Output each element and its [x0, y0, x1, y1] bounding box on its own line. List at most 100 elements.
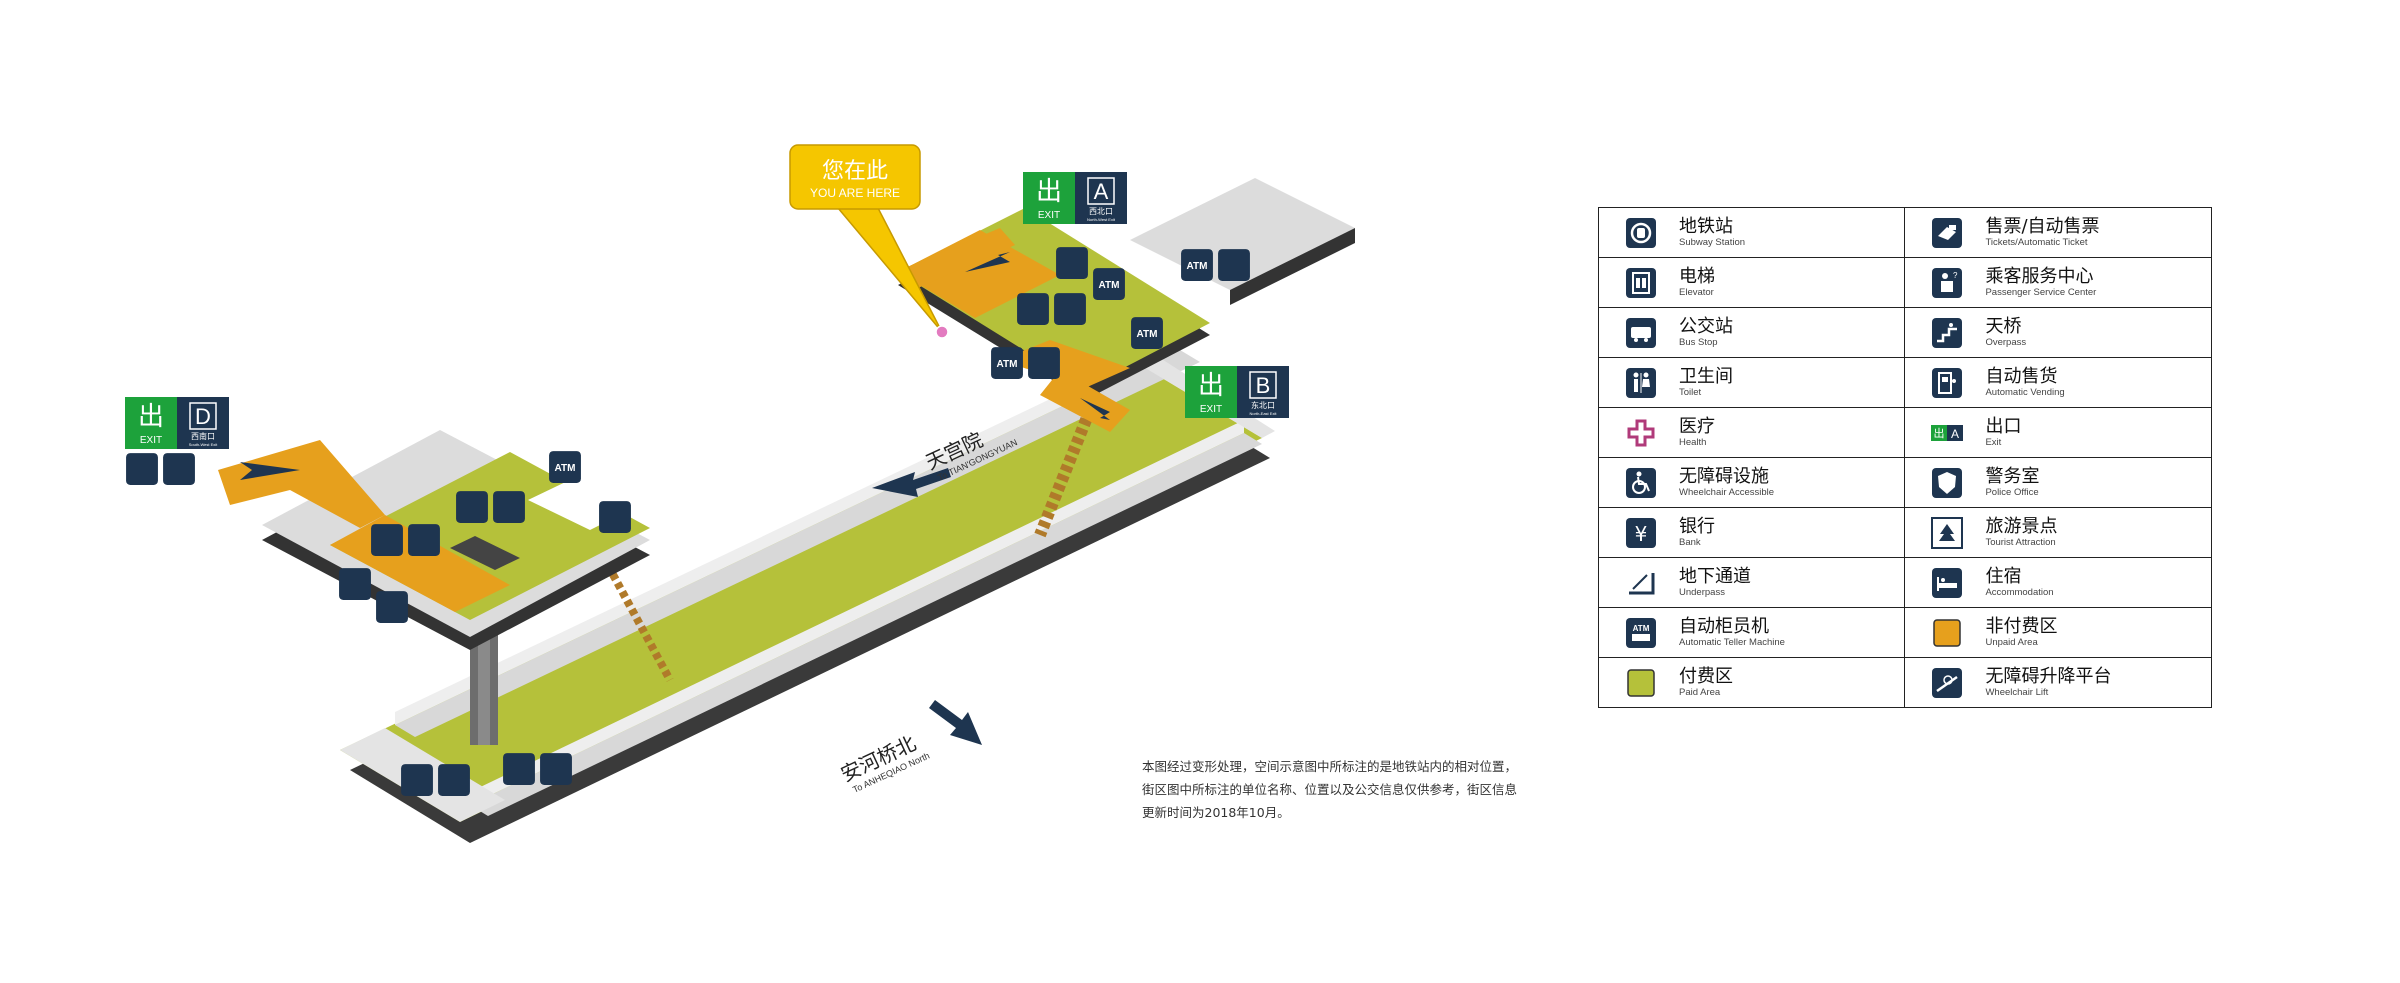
legend-label-en: Subway Station — [1679, 236, 1746, 248]
svg-text:出: 出 — [1198, 371, 1224, 401]
arrow-to-tiangongyuan — [872, 468, 951, 497]
you-are-here-marker — [935, 325, 949, 339]
wheelchair-icon — [540, 753, 572, 785]
legend-label-en: Bank — [1679, 536, 1701, 548]
legend-label-zh: 地下通道 — [1679, 565, 1751, 587]
svg-text:西北口: 西北口 — [1089, 207, 1113, 216]
svg-text:?: ? — [1953, 271, 1958, 280]
legend-label-en: Elevator — [1679, 286, 1714, 298]
arrow-to-anheqiao — [929, 700, 982, 745]
ticket-icon — [376, 591, 408, 623]
atm-icon: ATM — [1093, 268, 1125, 300]
legend-label-en: Paid Area — [1679, 686, 1721, 698]
svg-text:A: A — [1951, 427, 1959, 441]
map-arrows — [240, 252, 1110, 745]
wheelchair-lift-icon — [1931, 667, 1963, 699]
legend-label-en: Bus Stop — [1679, 336, 1718, 348]
ticket-icon — [1054, 293, 1086, 325]
legend-label-zh: 银行 — [1679, 515, 1715, 537]
legend-label-zh: 电梯 — [1679, 265, 1715, 287]
exit-sign-b: 出 EXIT B 东北口 North-East Exit — [1185, 366, 1289, 418]
you-are-here-callout: 您在此 YOU ARE HERE — [789, 144, 949, 339]
legend-label-en: Underpass — [1679, 586, 1725, 598]
svg-text:出: 出 — [138, 402, 164, 432]
legend-label-zh: 医疗 — [1679, 415, 1715, 437]
svg-text:出: 出 — [1934, 426, 1945, 440]
station-map: ATM ATM ATM ATM ATM 您在此 YOU ARE HERE 出 — [125, 144, 1355, 843]
underpass-icon — [1625, 566, 1657, 599]
svg-text:ATM: ATM — [997, 359, 1018, 370]
elevator-icon — [456, 491, 488, 523]
svg-text:South-West Exit: South-West Exit — [189, 442, 218, 447]
legend-label-zh: 地铁站 — [1679, 215, 1733, 237]
legend-label-en: Overpass — [1985, 336, 2027, 348]
bank-icon: ¥ — [1625, 517, 1657, 549]
wheelchair-icon — [493, 491, 525, 523]
legend-label-en: Accommodation — [1985, 586, 2054, 598]
svg-text:North-East Exit: North-East Exit — [1250, 411, 1278, 416]
svg-text:North-West Exit: North-West Exit — [1087, 217, 1116, 222]
vending-icon — [1028, 347, 1060, 379]
legend-label-en: Tourist Attraction — [1985, 536, 2056, 548]
vending-icon — [599, 501, 631, 533]
svg-text:EXIT: EXIT — [1200, 404, 1222, 415]
atm-icon: ATM — [991, 347, 1023, 379]
svg-text:ATM: ATM — [1633, 624, 1650, 633]
legend-label-zh: 警务室 — [1985, 465, 2040, 487]
legend-label-en: Automatic Vending — [1985, 386, 2065, 398]
svg-text:YOU ARE HERE: YOU ARE HERE — [810, 186, 900, 200]
bus-stop-icon — [1625, 317, 1657, 349]
wheelchair-icon — [438, 764, 470, 796]
direction-anheqiao: 安河桥北 To ANHEQIAO North — [837, 731, 931, 795]
svg-text:A: A — [1094, 179, 1109, 204]
legend-label-zh: 付费区 — [1679, 665, 1733, 687]
elevator-icon — [1625, 267, 1657, 299]
legend-label-en: Automatic Teller Machine — [1679, 636, 1785, 648]
svg-text:东北口: 东北口 — [1251, 400, 1275, 410]
svg-text:ATM: ATM — [1099, 280, 1120, 291]
legend-label-en: Police Office — [1985, 486, 2039, 498]
vending-icon — [1218, 249, 1250, 281]
svg-text:B: B — [1256, 373, 1271, 398]
legend-label-en: Wheelchair Accessible — [1679, 486, 1775, 498]
passenger-service-icon — [1017, 293, 1049, 325]
svg-text:ATM: ATM — [1137, 329, 1158, 340]
legend-label-zh: 自动售货 — [1985, 365, 2058, 387]
vending-icon — [1931, 367, 1963, 399]
legend-label-en: Passenger Service Center — [1985, 286, 2097, 298]
atm-icon: ATM — [1131, 317, 1163, 349]
